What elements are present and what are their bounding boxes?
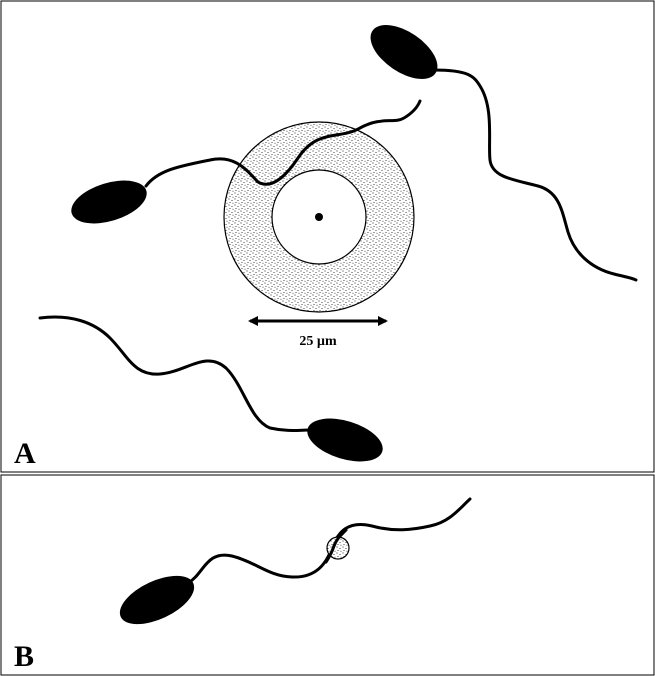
sperm-top-right-tail: [434, 70, 636, 280]
egg: [224, 122, 414, 312]
panel-a: 25 µm A: [14, 14, 636, 470]
sperm-top-right-head: [361, 14, 446, 90]
sperm-b-head: [113, 566, 202, 634]
sperm-bottom-tail: [40, 317, 310, 431]
sperm-bottom-head: [302, 410, 388, 469]
scale-bar-label: 25 µm: [299, 334, 337, 349]
panel-a-label: A: [14, 437, 36, 470]
panel-b: B: [14, 499, 470, 673]
scale-bar: 25 µm: [250, 321, 386, 349]
panel-b-label: B: [14, 640, 34, 673]
egg-nucleus: [315, 213, 323, 221]
panel-b-frame: [1, 475, 654, 675]
sperm-left-head: [66, 172, 152, 231]
sperm-with-egg: [113, 499, 470, 634]
